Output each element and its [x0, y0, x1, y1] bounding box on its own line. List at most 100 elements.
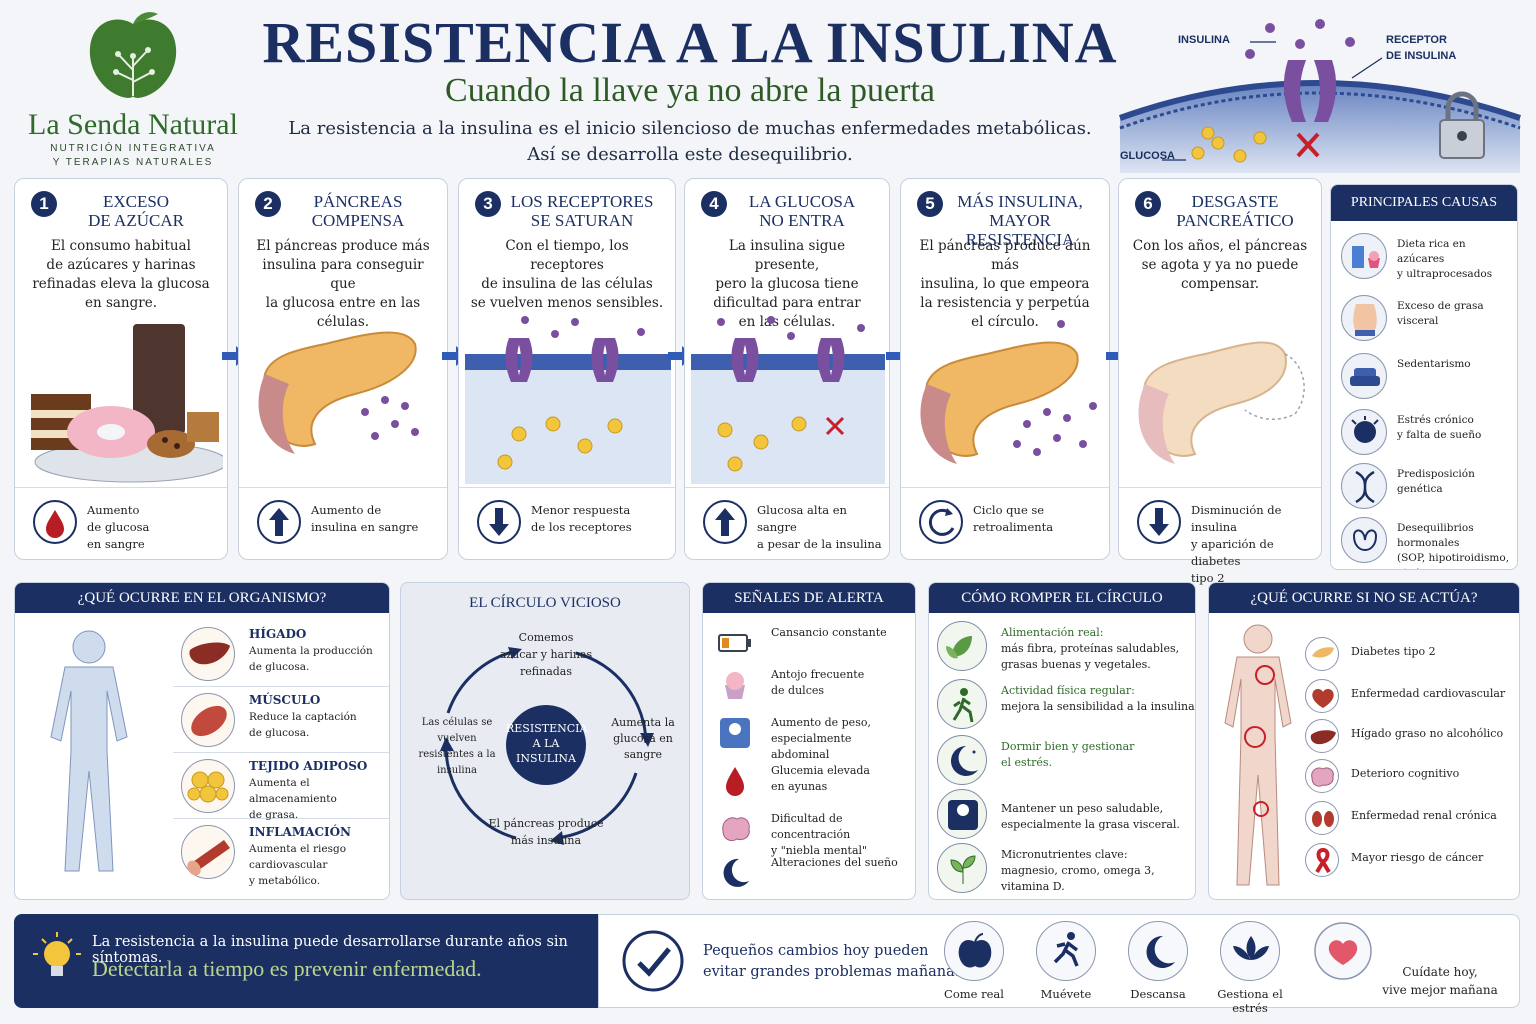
step-card-5: 5 MÁS INSULINA,MAYOR RESISTENCIA El pánc…: [900, 178, 1110, 560]
step-title: MÁS INSULINA,MAYOR RESISTENCIA: [957, 192, 1083, 249]
walking-person-icon: [937, 679, 987, 729]
habit-item: Muévete: [1021, 921, 1111, 1001]
human-body-icon: [50, 630, 128, 872]
pancreas-illustration: [245, 314, 441, 484]
human-body-icon: [1224, 624, 1292, 886]
insulin-label: INSULINA: [1178, 34, 1230, 46]
soda-cupcake-icon: [1341, 233, 1387, 279]
running-person-icon: [1036, 921, 1096, 981]
advice-item: Actividad física regular:mejora la sensi…: [937, 679, 1195, 733]
cause-item: Exceso de grasa visceral: [1339, 293, 1515, 345]
lightbulb-icon: [33, 932, 81, 976]
step-number: 2: [255, 191, 281, 217]
panel-title: PRINCIPALES CAUSAS: [1331, 185, 1517, 221]
pancreas-icon: [1305, 637, 1339, 671]
habit-item: Descansa: [1113, 921, 1203, 1001]
lotus-icon: [1220, 921, 1280, 981]
consequence-item: Enfermedad cardiovascular: [1305, 675, 1515, 715]
brand-name: La Senda Natural: [28, 108, 238, 141]
cause-item: Desequilibrios hormonales(SOP, hipotiroi…: [1339, 515, 1515, 569]
arrow-down-icon: [1137, 500, 1181, 544]
kidneys-icon: [1305, 801, 1339, 835]
brand-tag: NUTRICIÓN INTEGRATIVA: [50, 143, 216, 154]
plant-icon: [937, 843, 987, 893]
step-number: 6: [1135, 191, 1161, 217]
habit-item: Gestiona el estrés: [1205, 921, 1295, 1015]
cancer-ribbon-icon: [1305, 843, 1339, 877]
cause-item: Sedentarismo: [1339, 351, 1515, 403]
cause-item: Predisposición genética: [1339, 461, 1515, 513]
panel-title: CÓMO ROMPER EL CÍRCULO: [929, 583, 1195, 613]
glucose-blocked-illustration: [691, 314, 885, 484]
organ-item-fat: TEJIDO ADIPOSO Aumenta el almacenamiento…: [173, 753, 389, 821]
brain-icon: [717, 811, 753, 847]
brand-tag: Y TERAPIAS NATURALES: [52, 157, 214, 168]
apple-tree-icon: [89, 12, 177, 99]
brain-icon: [1305, 759, 1339, 793]
moon-icon: [717, 855, 753, 891]
artery-icon: [181, 825, 235, 879]
fat-cells-icon: [181, 759, 235, 813]
blood-drop-icon: [33, 500, 77, 544]
dna-icon: [1341, 463, 1387, 509]
page-subtitle: Cuando la llave ya no abre la puerta: [445, 72, 935, 109]
organ-item-inflammation: INFLAMACIÓN Aumenta el riesgo cardiovasc…: [173, 819, 389, 887]
cupcake-icon: [717, 667, 753, 703]
step-number: 3: [475, 191, 501, 217]
scale-icon: [717, 715, 753, 751]
intro-text: La resistencia a la insulina es el inici…: [250, 116, 1130, 168]
step-number: 4: [701, 191, 727, 217]
checkmark-icon: [622, 930, 684, 992]
footer-line: La resistencia a la insulina puede desar…: [92, 934, 568, 966]
advice-item: Alimentación real:más fibra, proteínas s…: [937, 621, 1195, 675]
liver-icon: [181, 627, 235, 681]
main-causes-panel: PRINCIPALES CAUSAS Dieta rica en azúcare…: [1330, 184, 1518, 570]
habit-item: Come real: [929, 921, 1019, 1001]
receptor-label: RECEPTOR: [1386, 34, 1447, 46]
organism-panel: ¿QUÉ OCURRE EN EL ORGANISMO? HÍGADO Aume…: [14, 582, 390, 900]
scale-icon: [937, 789, 987, 839]
step-description: La insulina sigue presente,pero la gluco…: [713, 238, 861, 330]
consequences-panel: ¿QUÉ OCURRE SI NO SE ACTÚA? Diabetes tip…: [1208, 582, 1520, 900]
pancreas-overworked-illustration: [907, 314, 1103, 484]
saturated-receptor-illustration: [465, 314, 671, 484]
arrow-up-icon: [257, 500, 301, 544]
glucose-label: GLUCOSA: [1120, 150, 1175, 162]
break-cycle-panel: CÓMO ROMPER EL CÍRCULO Alimentación real…: [928, 582, 1196, 900]
panel-title: ¿QUÉ OCURRE EN EL ORGANISMO?: [15, 583, 389, 613]
advice-item: Mantener un peso saludable,especialmente…: [937, 789, 1195, 843]
step-number: 5: [917, 191, 943, 217]
insulin-receptor-diagram: INSULINA RECEPTOR DE INSULINA GLUCOSA: [1100, 8, 1530, 173]
moon-stars-icon: [1128, 921, 1188, 981]
muscle-icon: [181, 693, 235, 747]
arrow-down-icon: [477, 500, 521, 544]
signal-item: Alteraciones del sueño: [713, 851, 913, 895]
cycle-arrows: [440, 647, 654, 845]
apple-icon: [944, 921, 1004, 981]
exhausted-pancreas-illustration: [1125, 314, 1315, 484]
consequence-item: Diabetes tipo 2: [1305, 633, 1515, 673]
panel-title: ¿QUÉ OCURRE SI NO SE ACTÚA?: [1209, 583, 1519, 613]
consequence-item: Hígado graso no alcohólico: [1305, 715, 1515, 755]
consequence-item: Deterioro cognitivo: [1305, 755, 1515, 795]
belly-icon: [1341, 295, 1387, 341]
